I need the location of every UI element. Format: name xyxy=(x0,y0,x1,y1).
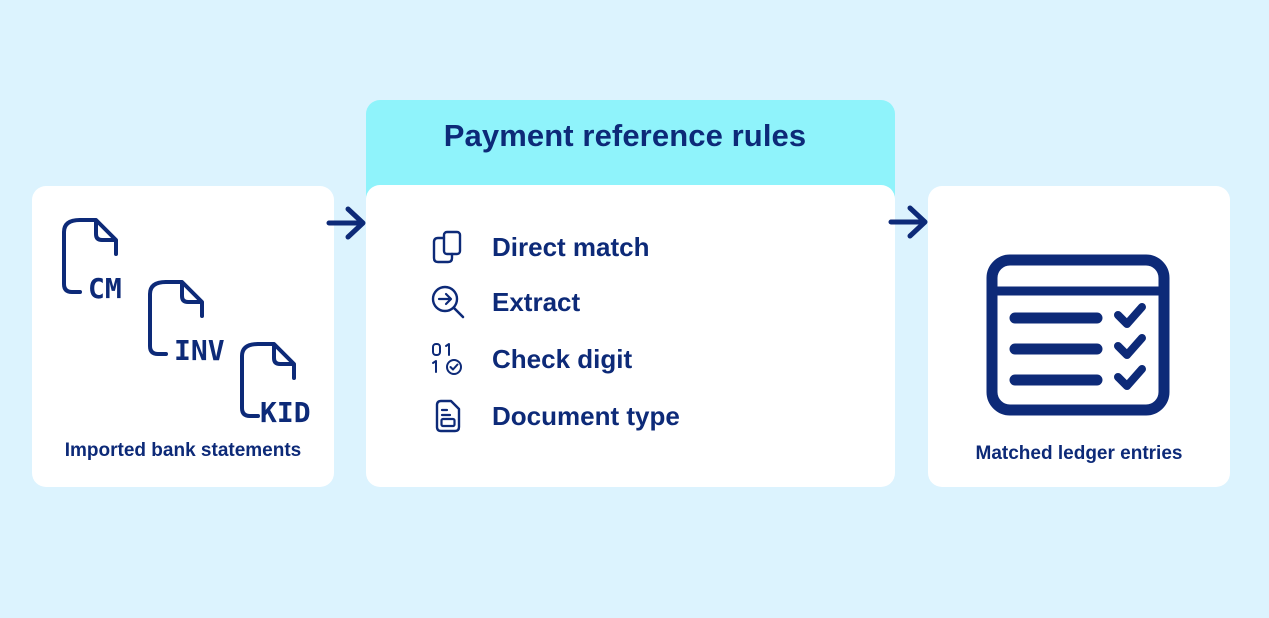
doc-label-cm: CM xyxy=(88,272,122,304)
checklist-window-icon xyxy=(986,254,1170,416)
rule-label: Direct match xyxy=(492,231,650,262)
search-arrow-icon xyxy=(431,285,465,319)
rule-label: Document type xyxy=(492,400,680,431)
rules-title: Payment reference rules xyxy=(443,118,807,153)
rule-item-direct-match: Direct match xyxy=(430,229,650,265)
file-icon-cm: CM xyxy=(62,218,122,304)
ledger-entries-caption: Matched ledger entries xyxy=(975,443,1183,464)
arrow-right-icon xyxy=(888,205,928,239)
bank-statements-caption: Imported bank statements xyxy=(64,440,302,461)
rule-label: Extract xyxy=(492,286,581,317)
rule-item-check-digit: Check digit xyxy=(430,341,632,377)
doc-label-inv: INV xyxy=(174,334,225,366)
document-icon xyxy=(435,399,461,433)
ledger-entries-card xyxy=(928,186,1230,487)
copy-icon xyxy=(432,230,462,264)
doc-label-kid: KID xyxy=(260,396,311,428)
rules-card xyxy=(366,185,895,487)
rule-item-extract: Extract xyxy=(430,284,580,320)
file-icon-kid: KID xyxy=(240,342,311,428)
rule-label: Check digit xyxy=(492,343,633,374)
bank-statements-card xyxy=(32,186,334,487)
rule-item-document-type: Document type xyxy=(430,398,680,434)
binary-check-icon xyxy=(432,343,462,375)
file-icon-inv: INV xyxy=(148,280,225,366)
arrow-right-icon xyxy=(326,206,366,240)
